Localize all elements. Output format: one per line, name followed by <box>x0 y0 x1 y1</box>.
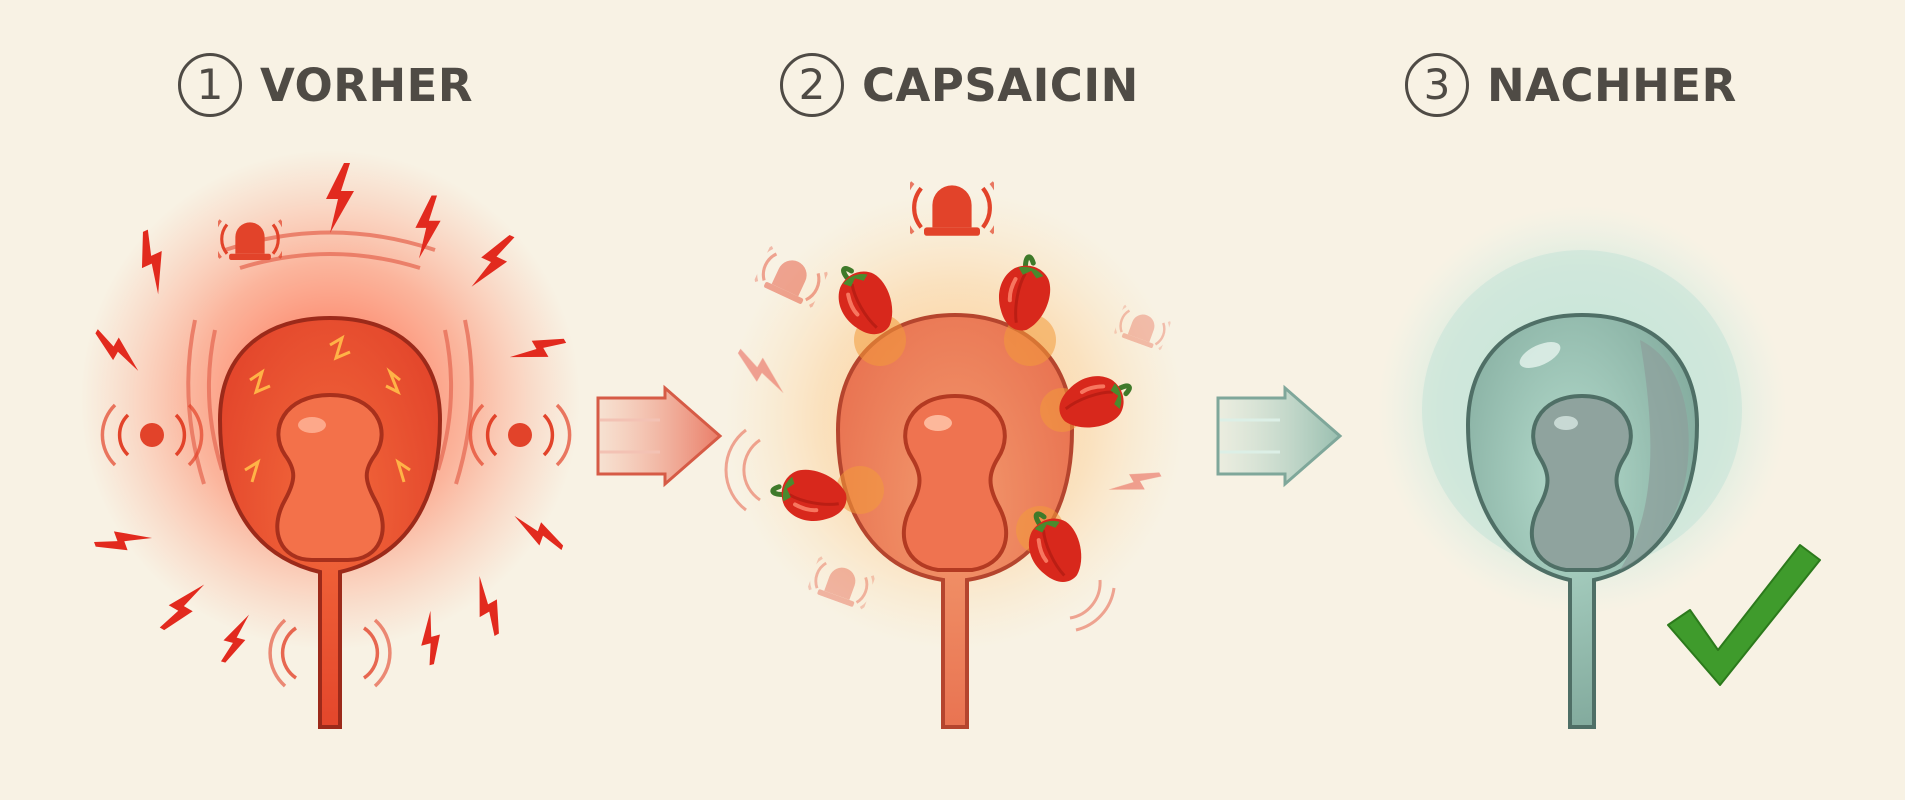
step-2-label: CAPSAICIN <box>862 58 1139 112</box>
transition-arrow-1 <box>596 384 723 488</box>
step-2-number: 2 <box>780 53 844 117</box>
highlight <box>1554 416 1578 430</box>
step-1-heading: 1 VORHER <box>178 52 473 118</box>
inner-chamber <box>275 392 385 562</box>
checkmark-icon <box>1667 544 1821 686</box>
step-1-number: 1 <box>178 53 242 117</box>
step-2-illustration <box>724 183 1185 729</box>
transition-arrow-2 <box>1216 384 1343 488</box>
step-3-heading: 3 NACHHER <box>1405 52 1737 118</box>
highlight <box>1519 342 1561 368</box>
sound-wave-icon <box>100 403 572 688</box>
bladder-shade <box>1620 340 1689 570</box>
highlight <box>298 417 326 433</box>
step-3-illustration <box>1377 205 1821 729</box>
inner-sparks <box>244 334 411 483</box>
inner-chamber <box>1529 393 1635 572</box>
inner-chamber <box>901 393 1009 572</box>
step-1-illustration <box>80 150 580 729</box>
step-3-number: 3 <box>1405 53 1469 117</box>
highlight <box>924 415 952 431</box>
sound-wave-icon <box>724 428 1116 632</box>
step-3-label: NACHHER <box>1487 58 1737 112</box>
step-1-label: VORHER <box>260 58 473 112</box>
step-2-heading: 2 CAPSAICIN <box>780 52 1139 118</box>
